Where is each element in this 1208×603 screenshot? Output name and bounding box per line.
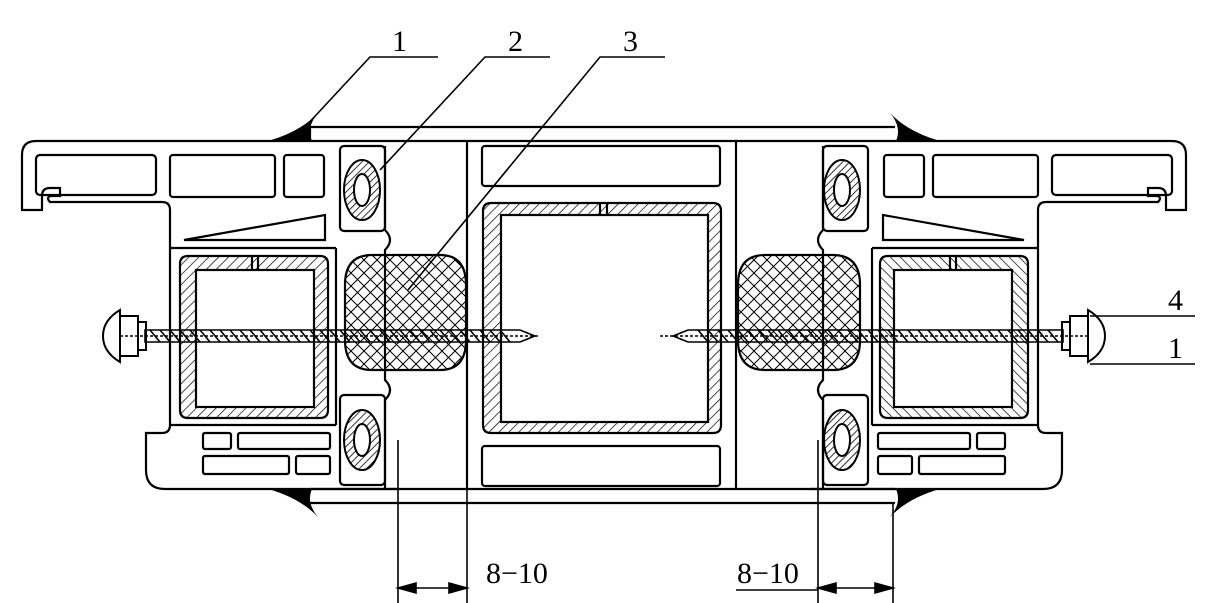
sealant-beads: [268, 113, 940, 517]
right-sash-profile: [810, 139, 1188, 491]
foam-block-left: [343, 253, 468, 372]
dimension-left-label: 8−10: [486, 557, 548, 590]
gaskets: [343, 159, 861, 471]
left-sash-profile: [20, 127, 398, 491]
callout-4: 4: [1168, 284, 1183, 317]
callout-3: 3: [623, 25, 638, 58]
fasteners: [101, 308, 1107, 364]
central-profile: [310, 125, 895, 505]
leader-lines: [304, 56, 1195, 365]
cap-right: [1061, 308, 1107, 364]
callout-1-right: 1: [1168, 332, 1183, 365]
callout-2: 2: [508, 25, 523, 58]
dimension-right-label: 8−10: [737, 557, 799, 590]
dimension-lines: [395, 440, 896, 603]
callout-1-top: 1: [392, 25, 407, 58]
foam-block-right: [736, 253, 862, 372]
cap-left: [101, 308, 147, 364]
